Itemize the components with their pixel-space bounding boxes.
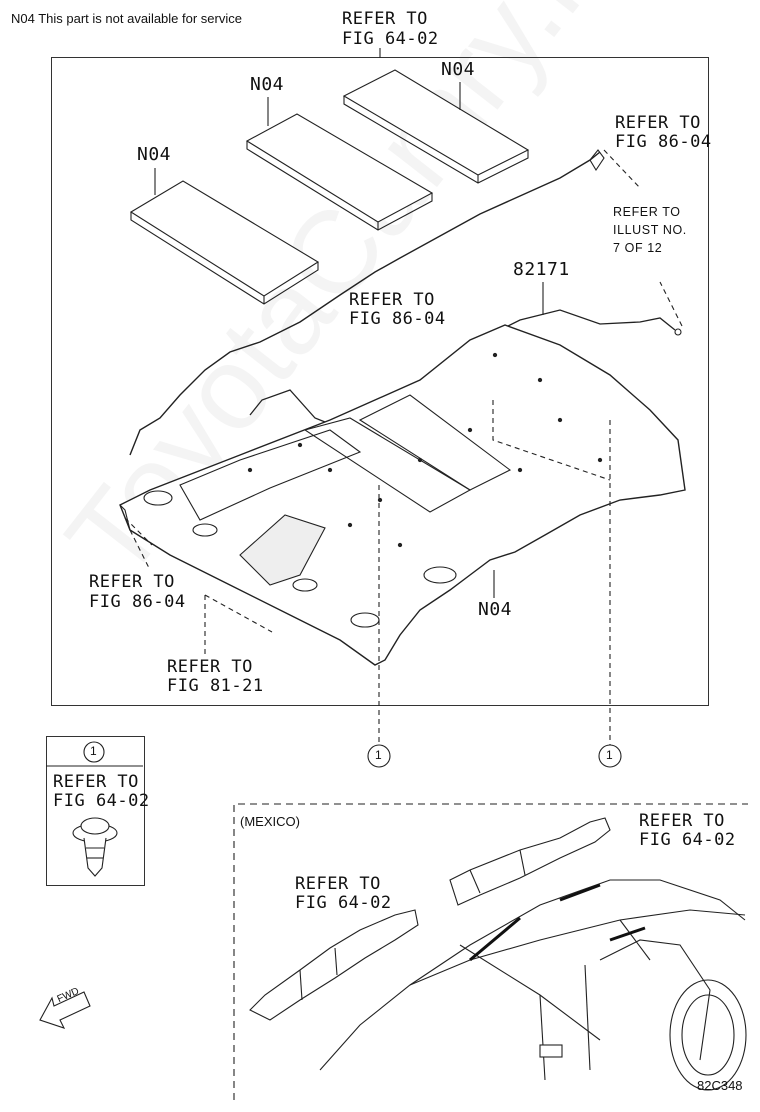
callout-number-2: 1 — [606, 748, 613, 762]
callout-number-1: 1 — [375, 748, 382, 762]
mexico-refer-left-line2: FIG 64-02 — [295, 893, 392, 913]
fwd-arrow-icon — [39, 991, 91, 1029]
refer-right-top-line2: FIG 86-04 — [615, 132, 712, 152]
mexico-title: (MEXICO) — [240, 814, 300, 829]
label-n04-right: N04 — [441, 59, 476, 80]
refer-illust-line2: ILLUST NO. — [613, 223, 687, 237]
refer-left-line2: FIG 86-04 — [89, 592, 186, 612]
refer-illust-line3: 7 OF 12 — [613, 241, 663, 255]
mexico-refer-right-line1: REFER TO — [639, 811, 725, 831]
refer-center-line1: REFER TO — [349, 290, 435, 310]
refer-bottom-line1: REFER TO — [167, 657, 253, 677]
refer-bottom-line2: FIG 81-21 — [167, 676, 264, 696]
mexico-side-rail-right — [449, 817, 611, 906]
clip-fastener — [72, 817, 118, 877]
mexico-car-outline — [319, 879, 747, 1091]
sound-pad-middle — [245, 113, 434, 231]
callout-circle-1 — [367, 744, 391, 768]
legend-refer-line2: FIG 64-02 — [53, 791, 150, 811]
refer-left-line1: REFER TO — [89, 572, 175, 592]
sound-pad-left — [129, 180, 320, 305]
availability-note: N04 This part is not available for servi… — [11, 11, 242, 26]
refer-illust-line1: REFER TO — [613, 205, 681, 219]
sound-pad-right — [342, 69, 530, 184]
legend-refer-line1: REFER TO — [53, 772, 139, 792]
diagram-code: 82C348 — [697, 1078, 743, 1093]
label-n04-left: N04 — [137, 144, 172, 165]
label-n04-middle: N04 — [250, 74, 285, 95]
refer-top-line2: FIG 64-02 — [342, 29, 439, 49]
refer-top-line1: REFER TO — [342, 9, 428, 29]
refer-center-line2: FIG 86-04 — [349, 309, 446, 329]
wire-harness — [129, 151, 601, 456]
legend-callout-number: 1 — [90, 744, 97, 758]
callout-circle-2 — [598, 744, 622, 768]
refer-right-top-line1: REFER TO — [615, 113, 701, 133]
part-number-82171: 82171 — [513, 259, 570, 280]
mexico-refer-left-line1: REFER TO — [295, 874, 381, 894]
mexico-refer-right-line2: FIG 64-02 — [639, 830, 736, 850]
legend-box — [46, 736, 145, 886]
label-n04-bottom: N04 — [478, 599, 513, 620]
mexico-side-rail-left — [249, 909, 419, 1021]
roof-headliner — [119, 324, 686, 666]
